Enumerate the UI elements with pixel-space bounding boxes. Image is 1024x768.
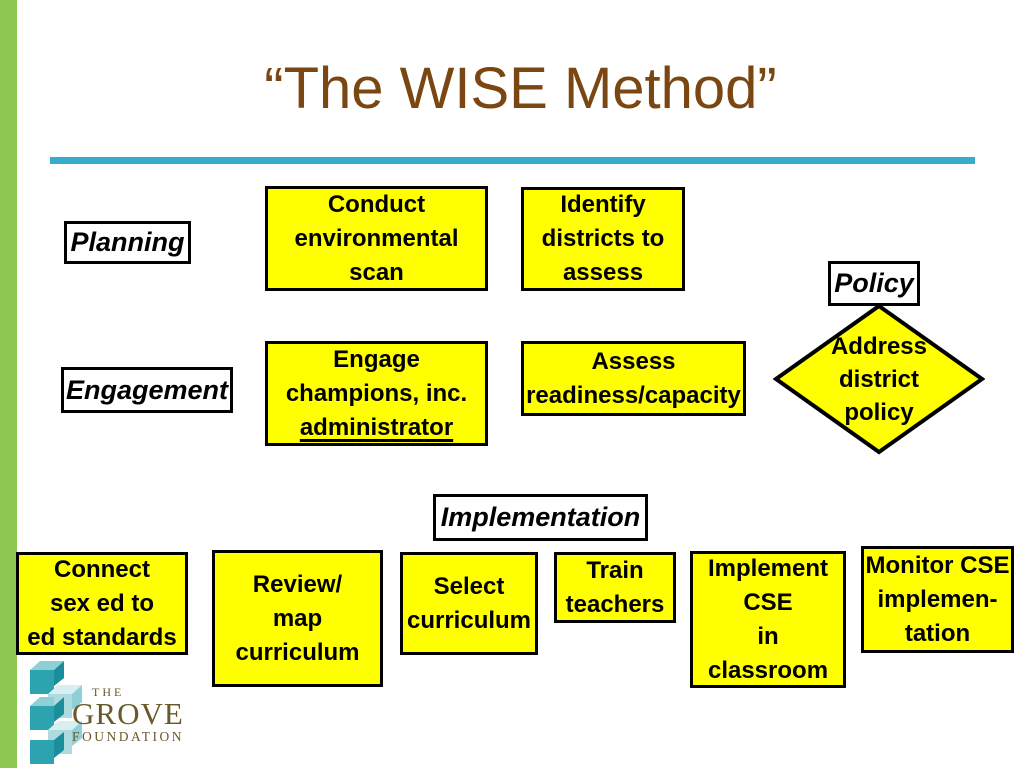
logo-cubes-icon xyxy=(30,661,82,764)
flow-box-identify-districts: Identify districts to assess xyxy=(521,187,685,291)
left-accent-stripe xyxy=(0,0,17,768)
logo-text-foundation: FOUNDATION xyxy=(72,729,184,744)
engage-box-underlined-line: administrator xyxy=(300,411,453,445)
flow-box-assess-readiness: Assess readiness/capacity xyxy=(521,341,746,416)
logo-text-the: THE xyxy=(92,685,125,699)
flow-box-connect-sex-ed: Connect sex ed to ed standards xyxy=(16,552,188,655)
logo-text-grove: GROVE xyxy=(72,696,184,731)
flow-box-conduct-environmental-scan: Conduct environmental scan xyxy=(265,186,488,291)
diamond-shape xyxy=(773,303,985,455)
flow-box-implement-cse: Implement CSE in classroom xyxy=(690,551,846,688)
diamond-text: Address district policy xyxy=(830,332,928,426)
flow-box-engage-champions: Engage champions, inc. administrator xyxy=(265,341,488,446)
grove-foundation-logo: THE GROVE FOUNDATION xyxy=(28,654,258,764)
slide-title: “The WISE Method” xyxy=(264,56,777,121)
stage-label-planning: Planning xyxy=(64,221,191,264)
engage-box-underlined-text: administrator xyxy=(299,413,454,441)
flow-diamond-address-district-policy: Address district policy xyxy=(773,303,985,455)
stage-label-implementation: Implementation xyxy=(433,494,648,541)
flow-box-monitor-cse: Monitor CSE implemen- tation xyxy=(861,546,1014,653)
stage-label-policy: Policy xyxy=(828,261,920,306)
logo-wordmark: THE GROVE FOUNDATION xyxy=(72,686,184,745)
engage-box-text: Engage champions, inc. xyxy=(285,345,468,407)
flow-box-train-teachers: Train teachers xyxy=(554,552,676,623)
flow-box-select-curriculum: Select curriculum xyxy=(400,552,538,655)
stage-label-engagement: Engagement xyxy=(61,367,233,413)
title-divider-line xyxy=(50,157,975,164)
flow-box-review-map-curriculum: Review/ map curriculum xyxy=(212,550,383,687)
